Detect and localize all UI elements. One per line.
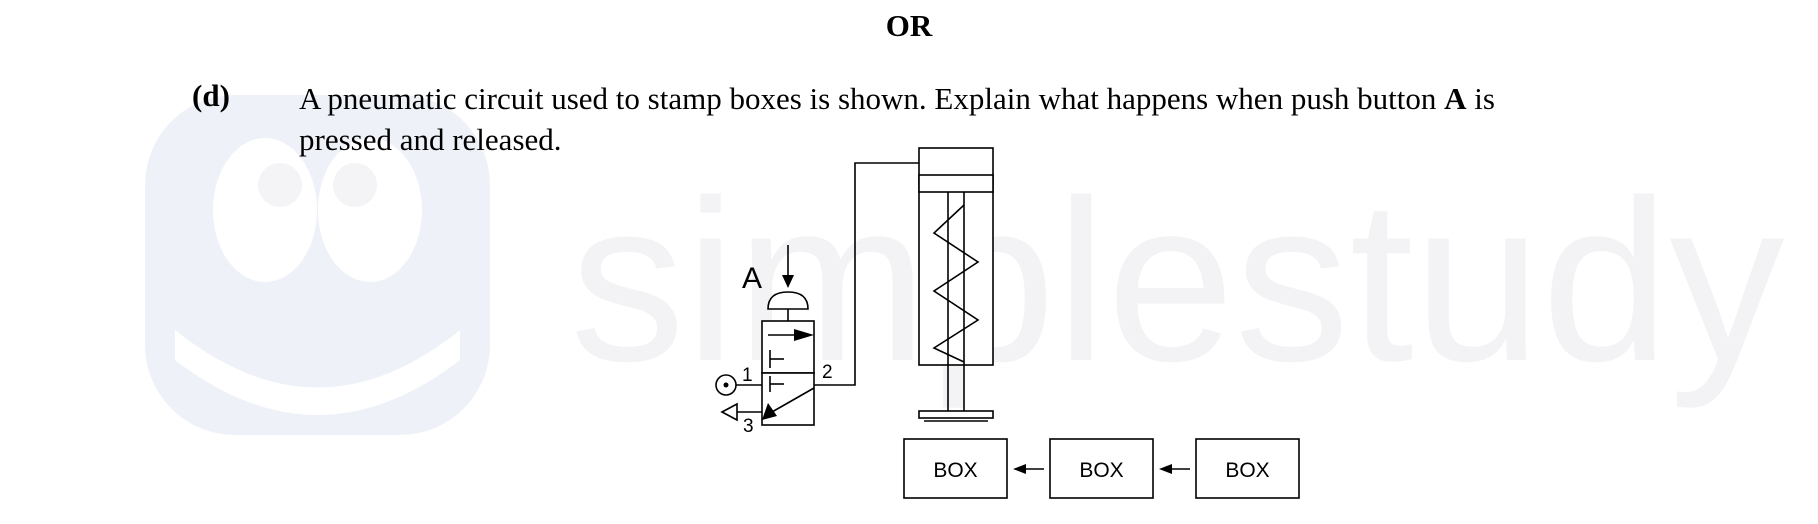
push-button-label: A xyxy=(742,262,762,295)
push-button-head xyxy=(767,291,809,321)
box-1 xyxy=(903,438,1008,499)
return-spring xyxy=(932,204,980,363)
conveyor-arrow-left xyxy=(1013,464,1044,474)
conveyor-arrow-right xyxy=(1159,464,1190,474)
port-label-2: 2 xyxy=(822,362,833,383)
question-text: A pneumatic circuit used to stamp boxes … xyxy=(299,78,1499,160)
port-label-1: 1 xyxy=(742,365,753,386)
box-3 xyxy=(1195,438,1300,499)
push-button-arrow xyxy=(782,245,794,288)
three-two-valve xyxy=(761,320,815,426)
or-heading: OR xyxy=(885,8,933,43)
port-label-3: 3 xyxy=(743,416,754,437)
box-3-label: BOX xyxy=(1225,459,1269,482)
question-text-part2: is pressed and released. xyxy=(299,81,1495,157)
single-acting-cylinder xyxy=(918,147,994,366)
piston-rod-stamp xyxy=(918,365,994,422)
exhaust-icon xyxy=(720,402,762,422)
question-text-bold: A xyxy=(1444,81,1467,116)
box-2-label: BOX xyxy=(1079,459,1123,482)
air-pipe xyxy=(814,162,919,386)
question-text-part1: A pneumatic circuit used to stamp boxes … xyxy=(299,81,1445,116)
box-2 xyxy=(1049,438,1154,499)
air-supply-icon xyxy=(715,374,762,396)
box-1-label: BOX xyxy=(933,459,977,482)
question-label: (d) xyxy=(192,78,230,113)
